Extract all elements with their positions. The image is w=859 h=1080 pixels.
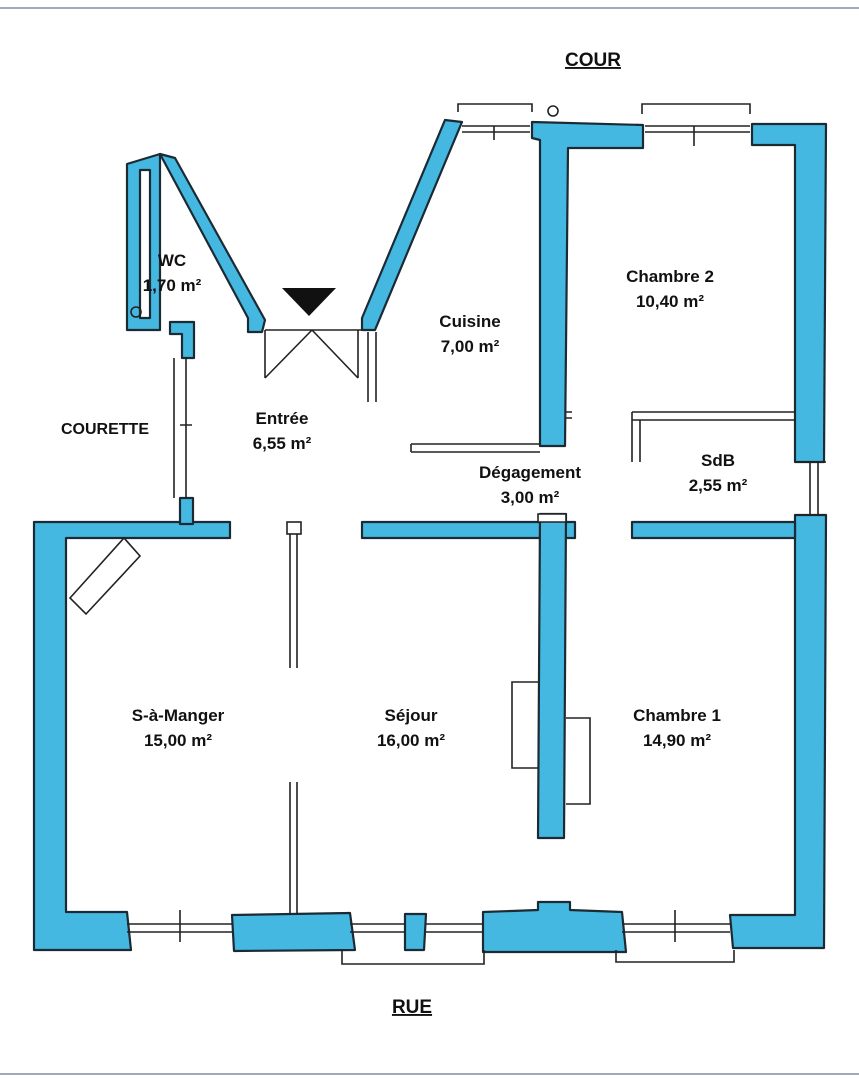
room-sam-name: S-à-Manger <box>132 706 225 725</box>
wall-kitchen-diagonal <box>360 118 464 332</box>
wall-right-outer-bottom <box>728 513 828 950</box>
room-chambre2-area: 10,40 m² <box>636 292 704 311</box>
room-degagement-name: Dégagement <box>479 463 581 482</box>
room-sejour-area: 16,00 m² <box>377 731 445 750</box>
center-column <box>286 521 302 535</box>
entrance-door <box>264 329 377 402</box>
label-top-orientation: COUR <box>565 50 621 71</box>
wall-kitchen-bottom-thin <box>410 411 572 453</box>
wc-pivot <box>130 306 142 318</box>
wall-wc-diagonal <box>158 152 267 334</box>
window-right-side <box>795 461 826 516</box>
wall-corridor-horizontal <box>360 520 577 540</box>
orientation-labels: COUR RUE COURETTE <box>61 50 621 1018</box>
wall-sdb-thin <box>631 411 795 462</box>
room-chambre1-name: Chambre 1 <box>633 706 721 725</box>
window-pivot <box>547 105 559 117</box>
room-wc-area: 1,70 m² <box>143 276 202 295</box>
room-sdb-name: SdB <box>701 451 735 470</box>
wall-courette-stub-top <box>168 320 196 360</box>
window-courette <box>173 358 192 498</box>
window-bottom-right <box>615 910 735 963</box>
wall-left-outer <box>32 520 232 952</box>
divider-sam-sejour-upper <box>289 534 298 668</box>
room-degagement-area: 3,00 m² <box>501 488 560 507</box>
closet-chambre1 <box>566 717 591 805</box>
divider-sam-sejour-lower <box>289 782 298 915</box>
room-sam-area: 15,00 m² <box>144 731 212 750</box>
walls <box>32 118 828 954</box>
room-entree-name: Entrée <box>256 409 309 428</box>
wall-cour-partition <box>530 120 645 448</box>
radiator <box>68 536 142 616</box>
room-sejour-name: Séjour <box>385 706 438 725</box>
window-bottom-center <box>341 923 485 965</box>
window-bottom-left <box>127 910 232 942</box>
label-bottom-orientation: RUE <box>392 997 432 1018</box>
room-cuisine-area: 7,00 m² <box>441 337 500 356</box>
closet-sejour <box>511 681 538 769</box>
room-labels: WC 1,70 m² Entrée 6,55 m² Cuisine 7,00 m… <box>132 251 748 750</box>
room-wc-name: WC <box>158 251 186 270</box>
wall-sdb-bottom <box>630 520 797 540</box>
thin-structures <box>68 103 826 965</box>
wall-courette-stub-bottom <box>178 496 195 526</box>
down-triangle-icon <box>282 288 336 316</box>
wall-bottom-b <box>403 912 428 952</box>
corridor-stub <box>537 513 567 523</box>
wall-bottom-c <box>481 900 628 954</box>
window-chambre2-top <box>641 103 751 146</box>
room-sdb-area: 2,55 m² <box>689 476 748 495</box>
wall-wc-left <box>125 152 162 332</box>
room-chambre1-area: 14,90 m² <box>643 731 711 750</box>
label-left-orientation: COURETTE <box>61 421 149 438</box>
wall-bottom-a <box>230 911 357 953</box>
room-cuisine-name: Cuisine <box>439 312 500 331</box>
window-kitchen-top <box>457 103 533 140</box>
room-chambre2-name: Chambre 2 <box>626 267 714 286</box>
room-entree-area: 6,55 m² <box>253 434 312 453</box>
wall-chambre1-partition <box>536 512 568 840</box>
